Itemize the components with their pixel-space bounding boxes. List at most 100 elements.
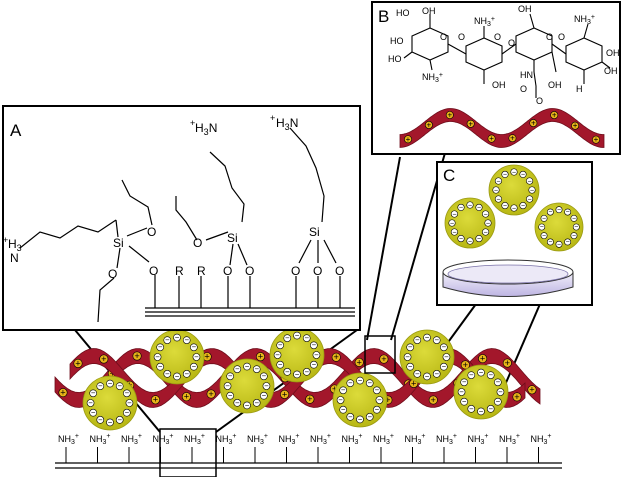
- svg-text:NH3+: NH3+: [184, 433, 205, 446]
- svg-text:−: −: [512, 168, 516, 176]
- svg-text:−: −: [530, 186, 534, 194]
- negative-charge: −: [482, 228, 490, 236]
- negative-charge: −: [457, 235, 465, 243]
- negative-charge: −: [373, 405, 381, 414]
- svg-text:+: +: [60, 388, 65, 398]
- o-label-b5: O: [546, 32, 553, 42]
- svg-text:−: −: [477, 235, 481, 243]
- svg-text:−: −: [496, 397, 501, 406]
- svg-text:−: −: [503, 202, 507, 210]
- svg-text:−: −: [125, 408, 130, 417]
- panel-c: C −−−−−−−−−−−−−−−−−−−−−−−−−−−−−−−−−−−−: [436, 161, 593, 306]
- h3-sub-2: 3: [204, 127, 209, 137]
- svg-text:−: −: [117, 415, 122, 424]
- o-label-b1: O: [440, 32, 447, 42]
- svg-text:+: +: [406, 135, 411, 144]
- negative-charge: −: [156, 343, 164, 352]
- panel-c-letter: C: [443, 166, 455, 185]
- amine-label: NH: [373, 434, 386, 444]
- negative-charge: −: [413, 336, 422, 345]
- amine-label: NH: [90, 434, 103, 444]
- nanoparticle: −−−−−−−−−−−−: [332, 372, 388, 428]
- svg-text:−: −: [512, 204, 516, 212]
- svg-text:−: −: [245, 362, 250, 371]
- svg-text:−: −: [254, 365, 259, 374]
- svg-text:+: +: [447, 111, 452, 120]
- amine-label: NH: [216, 434, 229, 444]
- svg-text:+: +: [75, 358, 80, 368]
- negative-charge: −: [89, 389, 97, 398]
- nanoparticle-group-panel-c: −−−−−−−−−−−−−−−−−−−−−−−−−−−−−−−−−−−−: [444, 164, 584, 252]
- negative-charge: −: [440, 362, 448, 371]
- negative-charge: −: [546, 208, 554, 216]
- negative-charge: −: [153, 352, 162, 361]
- amine-group: NH3+: [342, 433, 363, 463]
- svg-text:−: −: [408, 362, 413, 371]
- n-label-2: N: [209, 121, 218, 135]
- svg-text:−: −: [408, 343, 413, 352]
- amine-group: NH3+: [531, 433, 552, 463]
- svg-text:−: −: [375, 386, 380, 395]
- amine-label: NH: [531, 434, 544, 444]
- svg-text:−: −: [367, 412, 372, 421]
- negative-charge: −: [477, 407, 485, 416]
- svg-text:−: −: [125, 389, 130, 398]
- amine-group: NH3+: [373, 433, 394, 463]
- negative-charge: −: [86, 398, 95, 407]
- svg-text:−: −: [452, 228, 456, 236]
- svg-text:−: −: [566, 209, 570, 216]
- svg-text:−: −: [415, 369, 420, 378]
- negative-charge: −: [413, 369, 422, 378]
- h3-sub-1: 3: [17, 243, 22, 253]
- nh3-label-3: NH3+: [574, 14, 595, 26]
- svg-text:−: −: [275, 350, 280, 359]
- amine-group: NH3+: [436, 433, 457, 463]
- amine-label: NH: [499, 434, 512, 444]
- negative-charge: −: [373, 386, 381, 395]
- negative-charge: −: [375, 395, 384, 404]
- negative-charge: −: [356, 415, 364, 424]
- positive-charge: +: [487, 134, 496, 143]
- negative-charge: −: [276, 360, 284, 369]
- svg-text:NH3+: NH3+: [279, 433, 300, 446]
- negative-charge: −: [403, 352, 412, 361]
- negative-charge: −: [192, 352, 201, 361]
- svg-text:−: −: [528, 195, 532, 203]
- r-label-2: R: [197, 264, 206, 278]
- svg-text:−: −: [486, 219, 490, 227]
- svg-text:−: −: [192, 343, 197, 352]
- charge-plus-2: +: [190, 118, 195, 128]
- negative-charge: −: [115, 415, 124, 424]
- positive-charge: +: [206, 389, 216, 399]
- svg-text:+: +: [184, 392, 189, 402]
- petri-dish: [442, 259, 574, 297]
- negative-charge: −: [423, 372, 431, 381]
- negative-charge: −: [486, 371, 495, 380]
- svg-text:−: −: [158, 362, 163, 371]
- negative-charge: −: [163, 369, 172, 378]
- svg-text:−: −: [194, 352, 199, 361]
- svg-text:−: −: [314, 350, 319, 359]
- chitosan-ribbon-panel-b: ++++++++++: [399, 108, 605, 148]
- svg-text:+: +: [334, 352, 339, 362]
- svg-text:−: −: [488, 404, 493, 413]
- svg-text:+: +: [385, 395, 390, 405]
- positive-charge: +: [571, 121, 580, 130]
- negative-charge: −: [123, 408, 131, 417]
- negative-charge: −: [501, 202, 509, 210]
- negative-charge: −: [223, 381, 232, 390]
- svg-text:−: −: [469, 404, 474, 413]
- amine-label: NH: [184, 434, 197, 444]
- positive-charge: +: [466, 119, 475, 128]
- negative-charge: −: [262, 381, 271, 390]
- charge-plus-1: +: [3, 235, 8, 245]
- svg-text:−: −: [469, 371, 474, 380]
- positive-charge: +: [99, 354, 109, 364]
- svg-text:−: −: [444, 352, 449, 361]
- o-label-b2: O: [458, 32, 465, 42]
- o-label-b7: O: [536, 96, 543, 106]
- h-label: H: [576, 84, 583, 94]
- svg-text:−: −: [262, 391, 267, 400]
- oh-label-5: OH: [606, 48, 620, 58]
- svg-text:−: −: [405, 352, 410, 361]
